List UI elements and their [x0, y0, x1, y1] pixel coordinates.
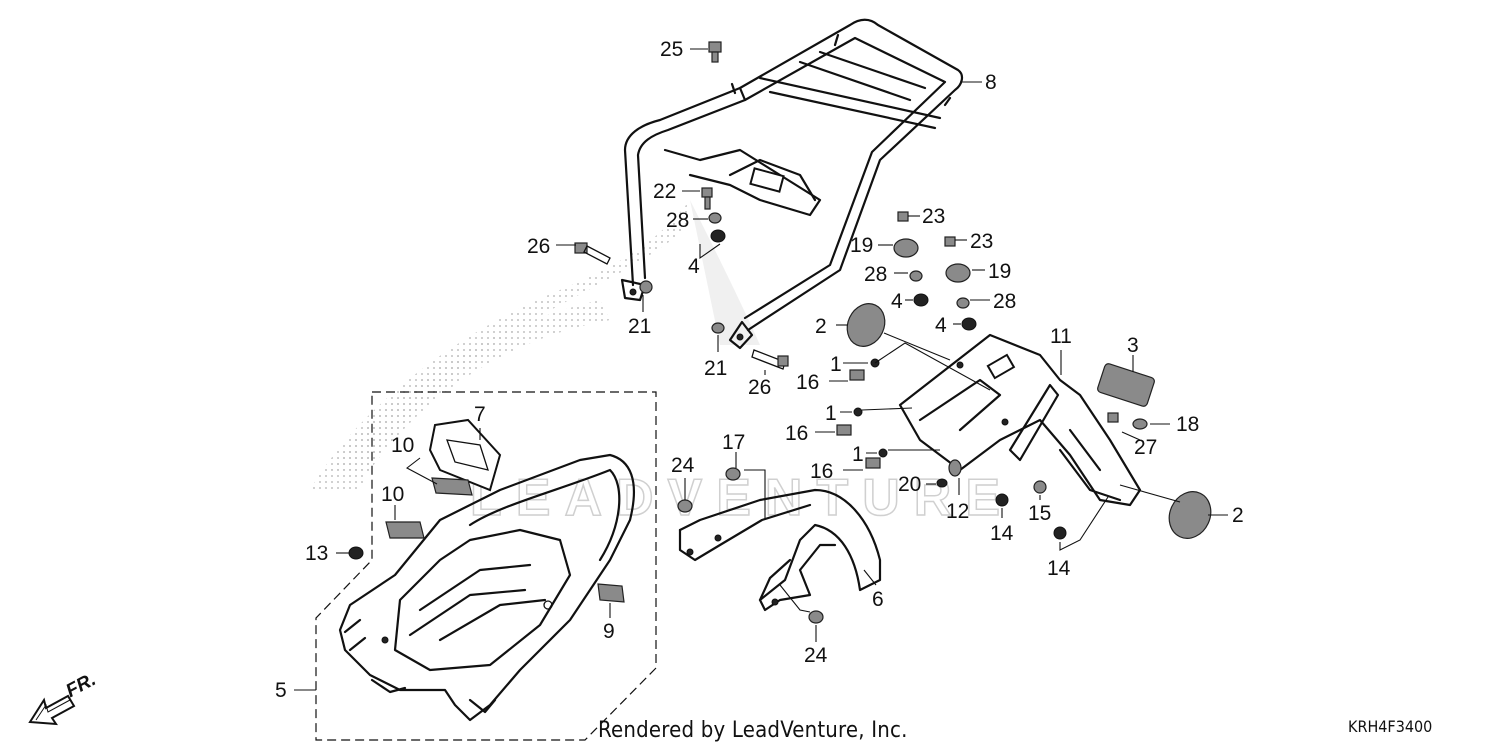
callout-5: 5 — [275, 679, 287, 702]
reflector-3 — [1097, 363, 1155, 407]
bolt-24a — [677, 499, 693, 513]
watermark-text: LEADVENTURE — [470, 469, 1014, 527]
callout-11: 11 — [1050, 325, 1072, 348]
callout-13: 13 — [305, 542, 328, 565]
callout-1a: 1 — [830, 353, 842, 376]
washer-28a — [708, 212, 722, 224]
grommet-12 — [948, 459, 962, 477]
watermark-logo — [310, 200, 760, 490]
callout-19b: 19 — [988, 260, 1011, 283]
nut-18 — [1132, 418, 1148, 430]
bolt-27 — [1107, 412, 1119, 423]
callout-28a: 28 — [666, 209, 689, 232]
render-credit: Rendered by LeadVenture, Inc. — [598, 718, 908, 743]
washer-28c — [956, 297, 970, 309]
callout-6: 6 — [872, 588, 884, 611]
grommet-16a — [849, 369, 865, 381]
callout-1b: 1 — [825, 402, 837, 425]
label-9 — [597, 583, 625, 603]
callout-16c: 16 — [810, 460, 833, 483]
callout-9: 9 — [603, 620, 615, 643]
nut-4b — [913, 293, 929, 307]
callout-16a: 16 — [796, 371, 819, 394]
rear-fender-bracket — [678, 488, 882, 612]
callout-7: 7 — [474, 403, 486, 426]
reflector-2b — [1168, 491, 1212, 539]
callout-22: 22 — [653, 180, 676, 203]
assembly-outline — [315, 391, 657, 741]
nut-21a — [639, 280, 653, 294]
callout-4b: 4 — [891, 290, 903, 313]
callout-17: 17 — [722, 431, 745, 454]
callout-28b: 28 — [864, 263, 887, 286]
callout-18: 18 — [1176, 413, 1199, 436]
clip-19b — [945, 263, 971, 283]
clip-19a — [893, 238, 919, 258]
callout-23a: 23 — [922, 205, 945, 228]
nut-14a — [995, 493, 1009, 507]
front-arrow-icon — [28, 694, 76, 726]
callout-24b: 24 — [804, 644, 828, 667]
sticker-10b — [385, 521, 425, 539]
callout-21a: 21 — [628, 315, 651, 338]
callout-24a: 24 — [671, 454, 695, 477]
callout-2a: 2 — [815, 315, 827, 338]
callout-19a: 19 — [850, 234, 873, 257]
bolt-22 — [701, 187, 713, 210]
rear-carrier — [620, 18, 964, 350]
callout-10a: 10 — [391, 434, 414, 457]
nut-4a — [710, 229, 726, 243]
callout-12: 12 — [946, 500, 969, 523]
nut-13 — [348, 546, 364, 560]
sticker-10a — [431, 477, 473, 496]
callout-16b: 16 — [785, 422, 808, 445]
callout-8: 8 — [985, 71, 997, 94]
reflector-2a — [846, 303, 886, 347]
callout-labels: 25 8 22 28 4 26 21 21 26 23 19 23 28 19 … — [275, 38, 1244, 702]
grommet-16c — [865, 457, 881, 469]
bolt-23a — [897, 211, 909, 222]
callout-1c: 1 — [852, 443, 864, 466]
bolt-23b — [944, 236, 956, 247]
diagram-code: KRH4F3400 — [1348, 717, 1433, 736]
nut-4c — [961, 317, 977, 331]
washer-28b — [909, 270, 923, 282]
collar-17 — [725, 467, 741, 481]
callout-25: 25 — [660, 38, 683, 61]
callout-3: 3 — [1127, 334, 1139, 357]
nut-14b — [1053, 526, 1067, 540]
callout-20: 20 — [898, 473, 921, 496]
rear-cowl — [338, 453, 635, 722]
callout-4c: 4 — [935, 314, 947, 337]
bolt-25 — [708, 41, 722, 63]
callout-23b: 23 — [970, 230, 993, 253]
bolt-26b — [751, 349, 789, 370]
callout-27: 27 — [1134, 436, 1157, 459]
washer-21b — [711, 322, 725, 334]
callout-28c: 28 — [993, 290, 1016, 313]
bolt-24b — [808, 610, 824, 624]
callout-26b: 26 — [748, 376, 771, 399]
callout-4a: 4 — [688, 255, 700, 278]
bolt-20 — [936, 478, 948, 488]
callout-15: 15 — [1028, 502, 1051, 525]
leader-lines — [294, 48, 1228, 691]
grommet-16b — [836, 424, 852, 436]
emblem-7 — [428, 418, 502, 492]
callout-10b: 10 — [381, 483, 404, 506]
nut-1c — [878, 448, 888, 458]
callout-21b: 21 — [704, 357, 727, 380]
nut-1b — [853, 407, 863, 417]
callout-14a: 14 — [990, 522, 1014, 545]
nut-15 — [1033, 480, 1047, 494]
callout-26a: 26 — [527, 235, 550, 258]
bolt-26a — [574, 242, 611, 265]
license-bracket — [898, 333, 1142, 507]
callout-14b: 14 — [1047, 557, 1071, 580]
callout-2b: 2 — [1232, 504, 1244, 527]
